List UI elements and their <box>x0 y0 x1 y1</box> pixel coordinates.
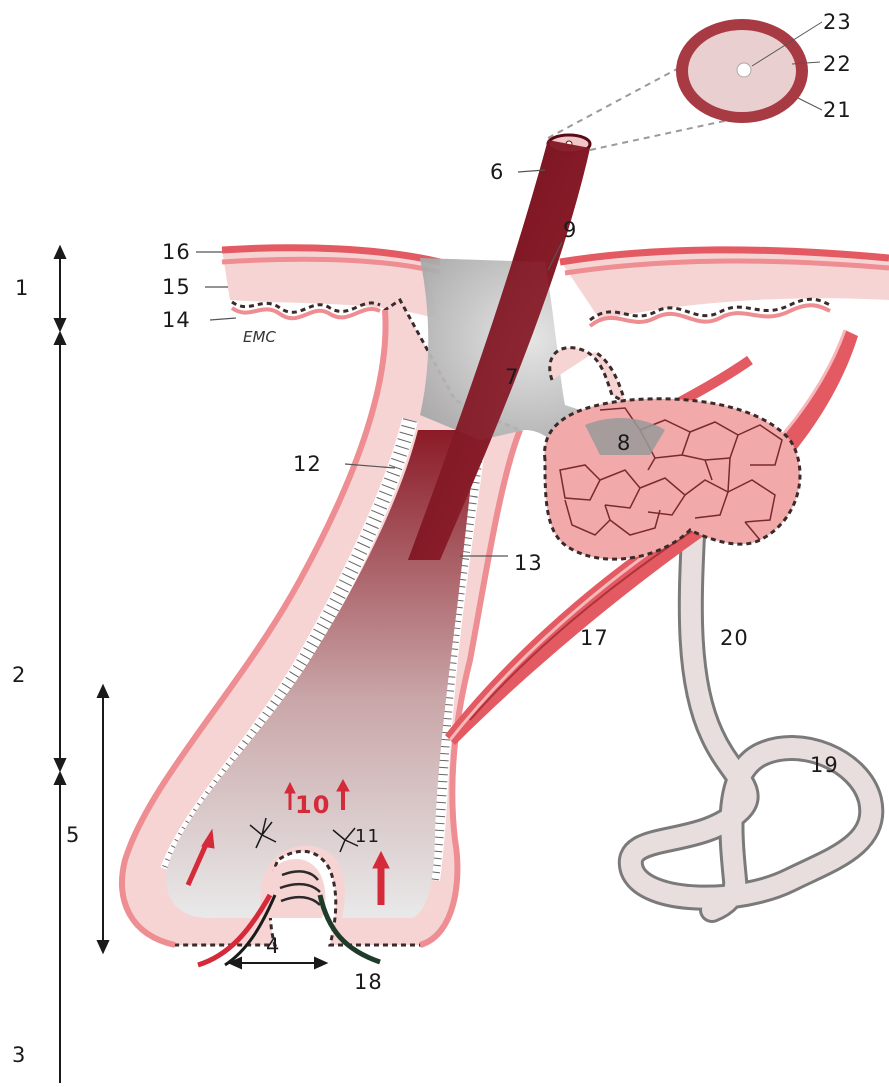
label-12: 12 <box>293 454 322 475</box>
label-9: 9 <box>563 220 577 241</box>
sebaceous-gland <box>545 399 800 559</box>
label-23: 23 <box>823 12 852 33</box>
label-14: 14 <box>162 310 191 331</box>
cross-section-inset <box>548 19 822 150</box>
label-20: 20 <box>720 628 749 649</box>
label-8: 8 <box>617 433 631 454</box>
label-15: 15 <box>162 277 191 298</box>
label-6: 6 <box>490 162 504 183</box>
scale-arrows <box>55 247 108 1083</box>
label-17: 17 <box>580 628 609 649</box>
label-5: 5 <box>66 825 80 846</box>
label-11: 11 <box>355 828 380 846</box>
sweat-gland <box>631 535 872 910</box>
label-7: 7 <box>505 367 519 388</box>
label-13: 13 <box>514 553 543 574</box>
label-3: 3 <box>12 1045 26 1066</box>
label-1: 1 <box>15 278 29 299</box>
label-emc: EMC <box>243 330 276 345</box>
label-10: 10 <box>295 793 330 817</box>
label-22: 22 <box>823 54 852 75</box>
label-18: 18 <box>354 972 383 993</box>
label-19: 19 <box>810 755 839 776</box>
label-16: 16 <box>162 242 191 263</box>
bracket-4 <box>230 958 326 968</box>
label-21: 21 <box>823 100 852 121</box>
label-4: 4 <box>266 936 280 957</box>
label-2: 2 <box>12 665 26 686</box>
